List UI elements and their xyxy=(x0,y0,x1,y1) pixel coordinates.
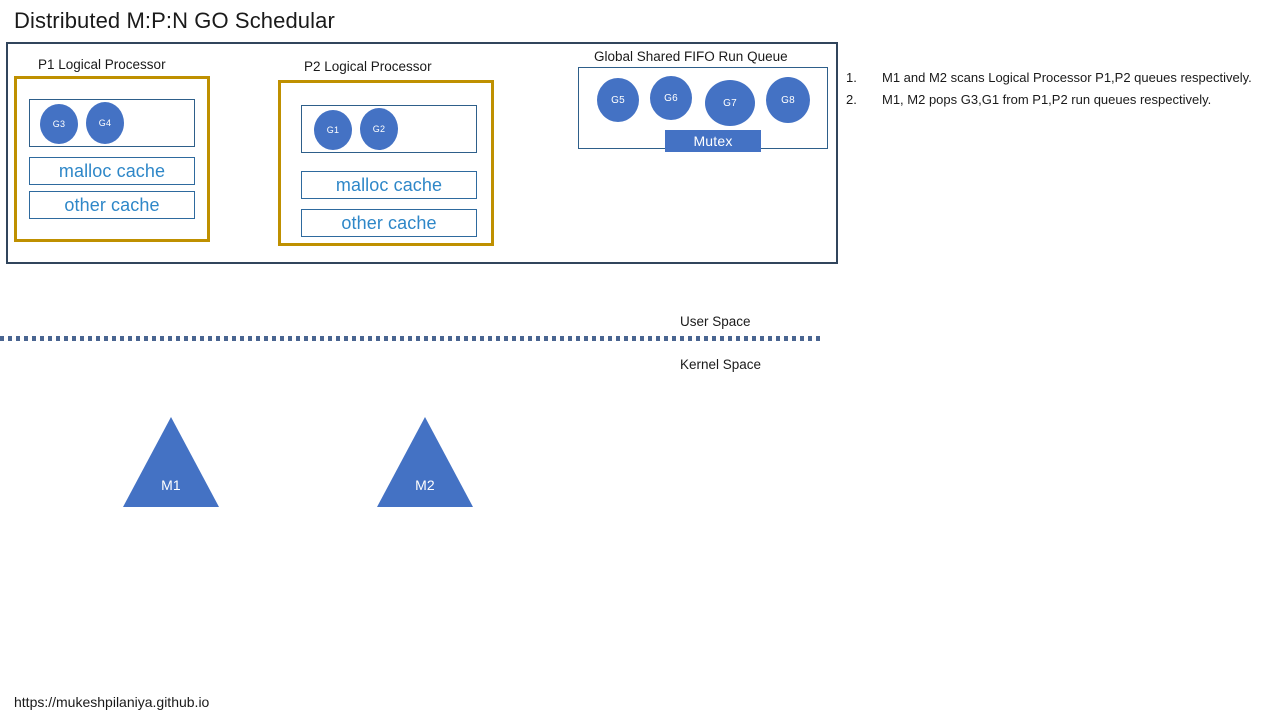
note-item: 1. M1 and M2 scans Logical Processor P1,… xyxy=(846,68,1266,88)
machine-m2[interactable]: M2 xyxy=(377,417,473,507)
processor-label-p2: P2 Logical Processor xyxy=(304,59,432,74)
global-queue-label: Global Shared FIFO Run Queue xyxy=(594,49,788,64)
user-kernel-divider xyxy=(0,336,822,341)
page-title: Distributed M:P:N GO Schedular xyxy=(14,8,335,33)
processor-box-p1: G3 G4 malloc cache other cache xyxy=(14,76,210,242)
goroutine-g1[interactable]: G1 xyxy=(314,110,352,150)
goroutine-g3[interactable]: G3 xyxy=(40,104,78,144)
machine-label-m2: M2 xyxy=(415,477,435,493)
footer-url[interactable]: https://mukeshpilaniya.github.io xyxy=(14,694,210,710)
note-text: M1, M2 pops G3,G1 from P1,P2 run queues … xyxy=(882,92,1212,107)
goroutine-g8[interactable]: G8 xyxy=(766,77,810,123)
goroutine-g5[interactable]: G5 xyxy=(597,78,639,122)
machine-m1[interactable]: M1 xyxy=(123,417,219,507)
notes-list: 1. M1 and M2 scans Logical Processor P1,… xyxy=(846,68,1266,112)
note-text: M1 and M2 scans Logical Processor P1,P2 … xyxy=(882,70,1252,85)
kernel-space-label: Kernel Space xyxy=(680,357,762,372)
triangle-icon xyxy=(123,417,219,507)
goroutine-g4[interactable]: G4 xyxy=(86,102,124,144)
malloc-cache-p1: malloc cache xyxy=(29,157,195,185)
local-run-queue-p2: G1 G2 xyxy=(301,105,477,153)
local-run-queue-p1: G3 G4 xyxy=(29,99,195,147)
other-cache-p2: other cache xyxy=(301,209,477,237)
malloc-cache-p2: malloc cache xyxy=(301,171,477,199)
user-space-container: P1 Logical Processor G3 G4 malloc cache … xyxy=(6,42,838,264)
note-number: 1. xyxy=(846,70,857,85)
mutex-bar[interactable]: Mutex xyxy=(665,130,761,152)
processor-label-p1: P1 Logical Processor xyxy=(38,57,166,72)
other-cache-p1: other cache xyxy=(29,191,195,219)
note-number: 2. xyxy=(846,92,857,107)
note-item: 2. M1, M2 pops G3,G1 from P1,P2 run queu… xyxy=(846,90,1266,110)
global-run-queue-box: G5 G6 G7 G8 Mutex xyxy=(578,67,828,152)
goroutine-g7[interactable]: G7 xyxy=(705,80,755,126)
machine-label-m1: M1 xyxy=(161,477,181,493)
processor-box-p2: G1 G2 malloc cache other cache xyxy=(278,80,494,246)
goroutine-g2[interactable]: G2 xyxy=(360,108,398,150)
user-space-label: User Space xyxy=(680,314,751,329)
goroutine-g6[interactable]: G6 xyxy=(650,76,692,120)
triangle-icon xyxy=(377,417,473,507)
